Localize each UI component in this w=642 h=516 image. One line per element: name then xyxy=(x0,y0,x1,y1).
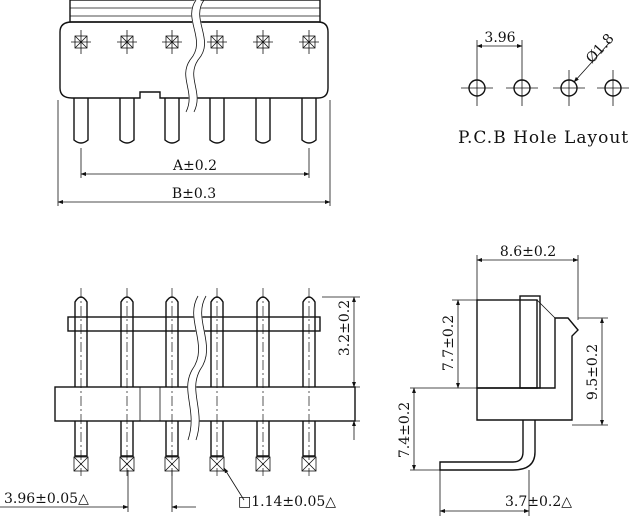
pin-end xyxy=(255,456,271,472)
front-view-pin xyxy=(255,288,271,476)
pin-end xyxy=(209,456,225,472)
pin-end xyxy=(119,456,135,472)
top-view: A±0.2 B±0.3 xyxy=(57,0,331,206)
pin-tail xyxy=(73,98,89,144)
pin-lower xyxy=(120,421,134,457)
front-view-pin xyxy=(209,288,225,476)
pin-lower xyxy=(210,421,224,457)
pcb-hole xyxy=(506,70,538,106)
pcb-layout-title: P.C.B Hole Layout xyxy=(458,128,629,148)
dim-pin-square-label: □1.14±0.05△ xyxy=(238,494,336,510)
top-view-pin xyxy=(117,30,137,144)
pin-tail xyxy=(301,98,317,144)
dim-lower-label: 7.4±0.2 xyxy=(397,402,413,458)
top-view-pin xyxy=(71,30,91,144)
pin-tail xyxy=(119,98,135,144)
pcb-pitch-label: 3.96 xyxy=(484,30,515,46)
front-view-pin xyxy=(73,288,89,476)
front-view-body xyxy=(54,386,356,422)
dim-pin-square-leader xyxy=(223,467,245,501)
dim-bend-label: 3.7±0.2△ xyxy=(505,494,572,510)
pin-lower xyxy=(256,421,270,457)
pcb-hole-layout: 3.96 Ø1.8 P.C.B Hole Layout xyxy=(458,30,629,148)
dim-pin-height-label: 3.2±0.2 xyxy=(337,300,353,356)
top-view-pin xyxy=(253,30,273,144)
dim-upper-label: 7.7±0.2 xyxy=(441,315,457,371)
side-view-housing-upper xyxy=(476,299,538,389)
pcb-hole xyxy=(461,70,493,106)
side-view-bent-pin xyxy=(439,420,536,471)
dim-b-label: B±0.3 xyxy=(172,186,216,202)
pin-tail xyxy=(255,98,271,144)
pcb-holes xyxy=(461,70,629,106)
pcb-hole-leader xyxy=(573,41,611,83)
front-view-break-line xyxy=(187,295,199,441)
pin-tail xyxy=(164,98,180,144)
dim-width-label: 8.6±0.2 xyxy=(500,244,556,260)
top-view-pin xyxy=(207,30,227,144)
top-view-housing xyxy=(59,21,329,99)
front-view: 3.2±0.2 3.96±0.05△ □1.14±0.05△ xyxy=(0,288,360,512)
top-view-pin xyxy=(299,30,319,144)
front-view-pin xyxy=(119,288,135,476)
front-view-pins xyxy=(73,288,317,476)
pin-end xyxy=(73,456,89,472)
dim-height-label: 9.5±0.2 xyxy=(585,344,601,400)
front-view-pin xyxy=(301,288,317,476)
pcb-hole xyxy=(597,70,629,106)
front-view-pin xyxy=(164,288,180,476)
pin-lower xyxy=(302,421,316,457)
pin-lower xyxy=(74,421,88,457)
pin-tail xyxy=(209,98,225,144)
pin-lower xyxy=(165,421,179,457)
dim-a-label: A±0.2 xyxy=(172,158,217,174)
dim-pitch-label: 3.96±0.05△ xyxy=(4,491,89,507)
side-view: 8.6±0.2 7.7±0.2 7.4±0.2 9.5±0.2 3.7±0.2△ xyxy=(397,244,608,516)
pcb-hole-label: Ø1.8 xyxy=(583,31,617,67)
pcb-hole xyxy=(553,70,585,106)
top-view-pins xyxy=(71,30,319,144)
top-view-break-line xyxy=(185,0,197,113)
pin-end xyxy=(301,456,317,472)
top-view-pin xyxy=(162,30,182,144)
side-view-housing xyxy=(476,317,579,421)
